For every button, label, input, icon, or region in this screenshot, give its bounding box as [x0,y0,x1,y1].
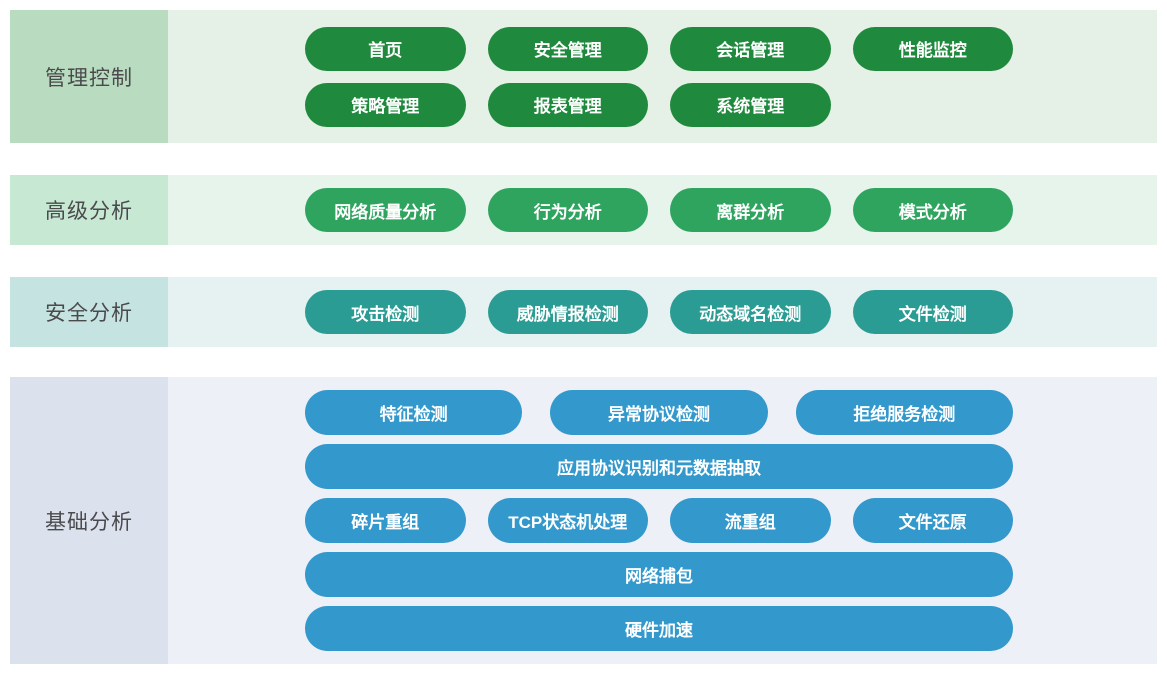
layer-label-advanced-analysis: 高级分析 [10,175,168,245]
pill-row: 特征检测异常协议检测拒绝服务检测 [305,390,1013,435]
pill-row: 碎片重组 TCP状态机处理流重组文件还原 [305,498,1013,543]
pill-row: 应用协议识别和元数据抽取 [305,444,1013,489]
module-pill: 文件还原 [852,498,1013,543]
module-pill: TCP状态机处理 [487,498,648,543]
module-pill: 会话管理 [670,26,831,71]
module-pill: 系统管理 [670,82,831,127]
module-pill: 攻击检测 [305,290,466,334]
layer-content-security-analysis: 攻击检测威胁情报检测动态域名检测文件检测 [168,277,1157,347]
module-pill: 拒绝服务检测 [795,390,1013,435]
pill-row: 网络捕包 [305,552,1013,597]
module-pill: 应用协议识别和元数据抽取 [305,444,1013,489]
module-pill: 文件检测 [852,290,1013,334]
layer-band-advanced-analysis: 高级分析 网络质量分析行为分析离群分析模式分析 [10,175,1157,245]
module-pill: 威胁情报检测 [487,290,648,334]
module-pill: 碎片重组 [305,498,466,543]
module-pill: 异常协议检测 [550,390,768,435]
layer-band-security-analysis: 安全分析 攻击检测威胁情报检测动态域名检测文件检测 [10,277,1157,347]
module-pill: 模式分析 [852,188,1013,232]
module-pill: 硬件加速 [305,606,1013,651]
module-pill: 安全管理 [487,26,648,71]
layer-content-management-control: 首页安全管理会话管理性能监控策略管理报表管理系统管理 [168,10,1157,143]
module-pill: 特征检测 [305,390,523,435]
layer-label-security-analysis: 安全分析 [10,277,168,347]
pill-row: 策略管理报表管理系统管理 [305,82,1013,127]
module-pill: 性能监控 [852,26,1013,71]
pill-row: 攻击检测威胁情报检测动态域名检测文件检测 [305,290,1013,334]
module-pill: 离群分析 [670,188,831,232]
pill-row: 首页安全管理会话管理性能监控 [305,26,1013,71]
module-pill: 网络捕包 [305,552,1013,597]
layer-band-management-control: 管理控制首页安全管理会话管理性能监控策略管理报表管理系统管理 [10,10,1157,143]
module-pill: 动态域名检测 [670,290,831,334]
module-pill: 策略管理 [305,82,466,127]
module-pill: 行为分析 [487,188,648,232]
module-pill: 报表管理 [487,82,648,127]
module-pill: 流重组 [670,498,831,543]
pill-row: 硬件加速 [305,606,1013,651]
module-pill: 首页 [305,26,466,71]
layer-label-basic-analysis: 基础分析 [10,377,168,664]
module-pill: 网络质量分析 [305,188,466,232]
layer-content-advanced-analysis: 网络质量分析行为分析离群分析模式分析 [168,175,1157,245]
pill-row: 网络质量分析行为分析离群分析模式分析 [305,188,1013,232]
layer-label-management-control: 管理控制 [10,10,168,143]
